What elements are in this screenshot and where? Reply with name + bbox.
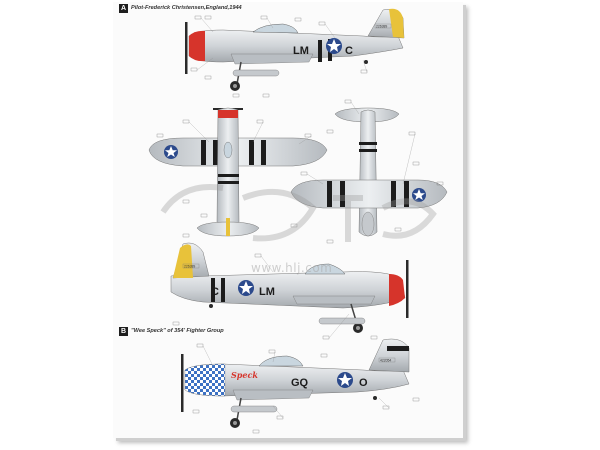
section-b-caption: "Wee Speck" of 354’ Fighter Group (131, 328, 224, 334)
profile-a-code-right: C (345, 45, 353, 57)
decal-callouts (156, 15, 444, 434)
profile-b-side (181, 338, 410, 428)
profile-a-bottom (290, 107, 448, 237)
profile-a2-code-right: LM (259, 286, 275, 298)
section-a-badge: A (119, 4, 128, 13)
profile-a-side-right (170, 242, 409, 333)
decal-sheet: A Pilot-Frederick Christensen,England,19… (113, 2, 463, 438)
watermark-logo (160, 184, 437, 242)
profile-b-code-left: GQ (291, 377, 309, 389)
profile-b-code-right: O (359, 377, 368, 389)
watermark-url: www.hlj.com (251, 261, 333, 275)
profile-a-top (148, 107, 328, 237)
section-b-badge: B (119, 327, 128, 336)
section-a-caption: Pilot-Frederick Christensen,England,1944 (131, 5, 242, 11)
callout-leader-lines (188, 17, 416, 419)
profile-a-code-left: LM (293, 45, 309, 57)
profile-a-serial: 226389 (376, 25, 387, 29)
profile-b-serial: 422054 (380, 359, 391, 363)
profile-a2-serial: 226389 (184, 265, 195, 269)
profile-a-side (185, 8, 405, 91)
profile-a2-code-left: C (211, 286, 219, 298)
aircraft-profiles: LM C 226389 (148, 8, 448, 434)
profile-b-nose-art: Speck (231, 370, 258, 380)
